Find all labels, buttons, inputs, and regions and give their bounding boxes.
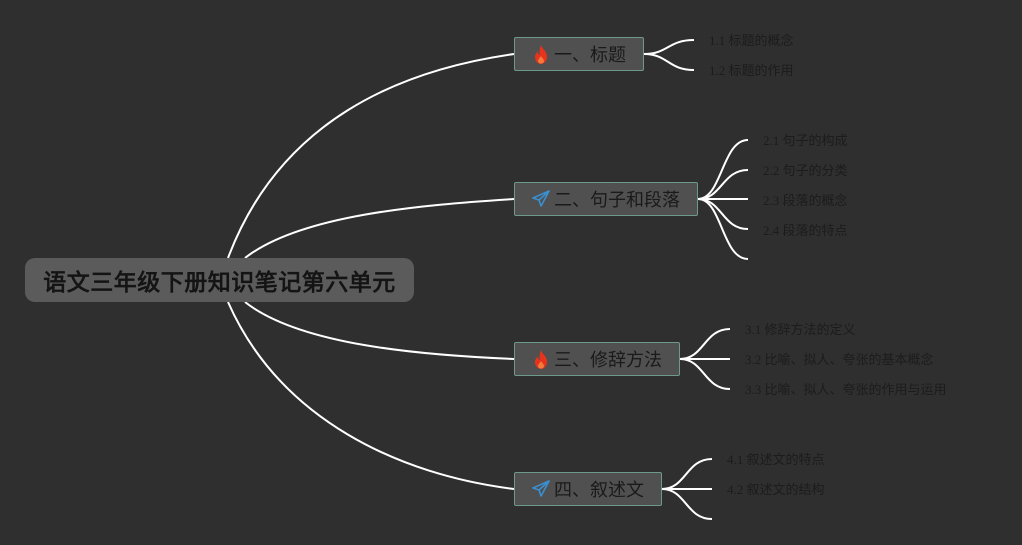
connector-b1-leaf bbox=[643, 53, 695, 71]
leaf-node[interactable]: 1.1 标题的概念 bbox=[709, 33, 794, 48]
leaf-node[interactable]: 2.2 句子的分类 bbox=[763, 163, 848, 178]
connector-root-b1 bbox=[227, 53, 515, 259]
leaf-node[interactable]: 2.3 段落的概念 bbox=[763, 193, 848, 208]
connector-root-b4 bbox=[227, 301, 515, 490]
connector-b3-leaf bbox=[679, 358, 731, 390]
root-node[interactable]: 语文三年级下册知识笔记第六单元 bbox=[25, 258, 414, 302]
connector-b3-leaf bbox=[679, 328, 731, 360]
leaf-node[interactable]: 3.1 修辞方法的定义 bbox=[745, 322, 856, 337]
connector-b4-leaf bbox=[661, 458, 713, 490]
connector-b2-leaf bbox=[697, 139, 749, 200]
leaf-node[interactable]: 3.3 比喻、拟人、夸张的作用与运用 bbox=[745, 382, 947, 397]
connector-root-b3 bbox=[244, 301, 515, 360]
branch-label: 一、标题 bbox=[554, 45, 626, 66]
branch-node-2[interactable]: 二、句子和段落 bbox=[514, 182, 698, 216]
branch-label: 二、句子和段落 bbox=[554, 190, 680, 211]
connector-b4-leaf bbox=[661, 488, 713, 520]
connector-b2-leaf bbox=[697, 198, 749, 260]
leaf-node[interactable]: 1.2 标题的作用 bbox=[709, 63, 794, 78]
connector-b2-leaf bbox=[697, 169, 749, 200]
connector-b1-leaf bbox=[643, 39, 695, 55]
leaf-node[interactable]: 2.4 段落的特点 bbox=[763, 223, 848, 238]
branch-node-3[interactable]: 三、修辞方法 bbox=[514, 342, 680, 376]
leaf-node[interactable]: 2.1 句子的构成 bbox=[763, 133, 848, 148]
branch-label: 四、叙述文 bbox=[554, 480, 644, 501]
leaf-node[interactable]: 3.2 比喻、拟人、夸张的基本概念 bbox=[745, 352, 934, 367]
connector-b2-leaf bbox=[697, 198, 749, 230]
branch-node-1[interactable]: 一、标题 bbox=[514, 37, 644, 71]
fire-icon bbox=[532, 44, 550, 64]
leaf-node[interactable]: 4.1 叙述文的特点 bbox=[727, 452, 825, 467]
paper-plane-icon bbox=[532, 479, 550, 499]
root-node-label: 语文三年级下册知识笔记第六单元 bbox=[43, 270, 396, 296]
leaf-node[interactable]: 4.2 叙述文的结构 bbox=[727, 482, 825, 497]
paper-plane-icon bbox=[532, 189, 550, 209]
branch-label: 三、修辞方法 bbox=[554, 350, 662, 371]
branch-node-4[interactable]: 四、叙述文 bbox=[514, 472, 662, 506]
connector-root-b2 bbox=[244, 198, 515, 259]
fire-icon bbox=[532, 349, 550, 369]
